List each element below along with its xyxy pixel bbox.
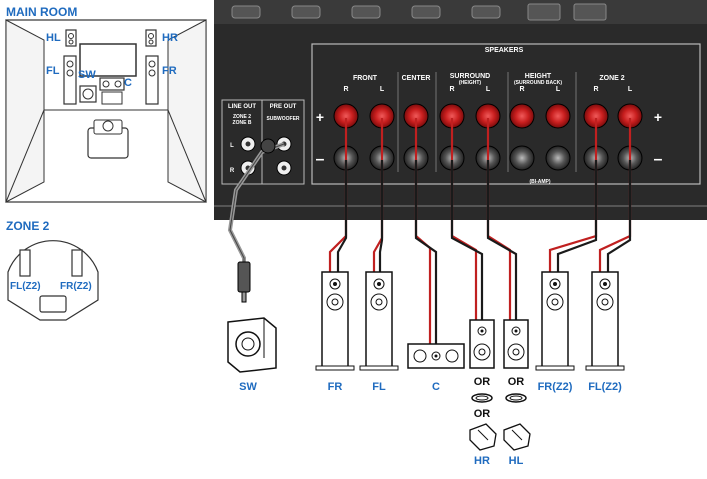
fl-speaker-icon <box>63 55 77 105</box>
label-fl-z2: FL(Z2) <box>10 281 41 292</box>
surround-r-label: R <box>449 86 454 93</box>
pre-out-label: PRE OUT <box>270 104 297 110</box>
cable-hr-minus <box>450 160 484 320</box>
cable-hl-minus <box>486 160 518 320</box>
label-fl: FL <box>46 65 60 77</box>
hl-speaker: OR HL <box>503 319 531 467</box>
bi-amp-label: (BI-AMP) <box>529 179 550 185</box>
jack-r-label: R <box>230 168 235 174</box>
plus-left: + <box>316 109 324 125</box>
hr-ceiling-speaker-icon <box>471 393 493 403</box>
group-surround-sub: (HEIGHT) <box>459 80 482 86</box>
terminal-height-l-plus[interactable] <box>545 103 571 129</box>
fr-z2-speaker: FR(Z2) <box>535 271 575 393</box>
height-l-label: L <box>556 86 561 93</box>
speaker-label-hl: HL <box>509 455 524 467</box>
rca-plug-head-icon <box>260 138 276 154</box>
room-right-wall <box>167 19 207 203</box>
group-zone2: ZONE 2 <box>599 75 624 82</box>
label-sw: SW <box>78 69 96 81</box>
hr-speaker: OR OR HR <box>469 319 497 467</box>
zone2-l-label: L <box>628 86 633 93</box>
zone2-diagram: ZONE 2 FL(Z2) FR(Z2) <box>6 219 99 321</box>
label-hl: HL <box>46 32 61 44</box>
zone2-fl-speaker-icon <box>19 249 31 277</box>
group-front: FRONT <box>353 75 378 82</box>
receiver-rear-panel: SPEAKERS FRONT CENTER SURROUND (HEIGHT) … <box>214 0 707 220</box>
group-surround: SURROUND <box>450 73 490 80</box>
sw-speaker-icon <box>79 85 97 103</box>
zone2-title: ZONE 2 <box>6 219 50 233</box>
cable-frz2-minus <box>556 160 598 272</box>
group-height-sub: (SURROUND BACK) <box>514 80 562 86</box>
rca-plug-icon <box>237 261 251 293</box>
line-out-label: LINE OUT <box>228 104 256 110</box>
front-l-label: L <box>380 86 385 93</box>
cable-fl-minus <box>378 160 384 272</box>
jack-l-label: L <box>230 143 234 149</box>
av-receiver-icon <box>101 91 123 105</box>
zoneb-line-label: ZONE B <box>233 120 252 126</box>
subwoofer-cable <box>227 138 285 303</box>
zone2-seat-icon <box>39 295 67 313</box>
speakers-title: SPEAKERS <box>485 47 524 54</box>
speaker-label-sw: SW <box>239 381 257 393</box>
speaker-label-fr: FR <box>328 381 343 393</box>
terminal-height-r-plus[interactable] <box>509 103 535 129</box>
speaker-label-hr: HR <box>474 455 490 467</box>
label-c: C <box>124 77 132 89</box>
fr-speaker-icon <box>145 55 159 105</box>
hl-dolby-module-icon <box>503 423 531 451</box>
plus-right: + <box>654 109 662 125</box>
subwoofer-label: SUBWOOFER <box>266 116 299 122</box>
speaker-label-fl: FL <box>372 381 386 393</box>
minus-left: – <box>316 151 325 168</box>
speaker-label-fl-z2: FL(Z2) <box>588 381 622 393</box>
hr-dolby-module-icon <box>469 423 497 451</box>
hdmi-ports <box>231 3 607 21</box>
group-height: HEIGHT <box>525 73 552 80</box>
hl-ceiling-speaker-icon <box>505 393 527 403</box>
fr-speaker: FR <box>315 271 355 393</box>
height-r-label: R <box>519 86 524 93</box>
front-r-label: R <box>343 86 348 93</box>
tv-icon <box>79 43 137 77</box>
center-speaker: C <box>407 343 465 393</box>
cable-c-minus <box>414 160 438 344</box>
zone2-fr-speaker-icon <box>71 249 83 277</box>
label-fr-z2: FR(Z2) <box>60 281 92 292</box>
cable-flz2-minus <box>606 160 632 272</box>
speaker-label-c: C <box>432 381 440 393</box>
or-label-hl-1: OR <box>508 376 525 388</box>
panel-top-strip <box>214 0 707 24</box>
fl-z2-speaker: FL(Z2) <box>585 271 625 393</box>
terminal-height-r-minus[interactable] <box>509 145 535 171</box>
line-pre-out-block <box>221 99 305 185</box>
label-hr: HR <box>162 32 178 44</box>
minus-right: – <box>654 151 663 168</box>
or-label-hr-1: OR <box>474 376 491 388</box>
subwoofer-speaker: SW <box>227 317 277 393</box>
group-center: CENTER <box>402 75 431 82</box>
surround-l-label: L <box>486 86 491 93</box>
label-fr: FR <box>162 65 177 77</box>
c-speaker-icon <box>99 77 125 91</box>
fl-speaker: FL <box>359 271 399 393</box>
speakers-block <box>311 43 701 185</box>
cable-fr-minus <box>336 160 348 272</box>
main-room-title: MAIN ROOM <box>6 5 77 19</box>
room-left-wall <box>5 19 45 203</box>
zone2-r-label: R <box>593 86 598 93</box>
or-label-hr-2: OR <box>474 408 491 420</box>
main-room-diagram: MAIN ROOM HL HR FL <box>5 5 207 203</box>
speaker-label-fr-z2: FR(Z2) <box>538 381 573 393</box>
zone2-line-label: ZONE 2 <box>233 114 251 120</box>
terminal-height-l-minus[interactable] <box>545 145 571 171</box>
speaker-cables <box>328 118 632 344</box>
